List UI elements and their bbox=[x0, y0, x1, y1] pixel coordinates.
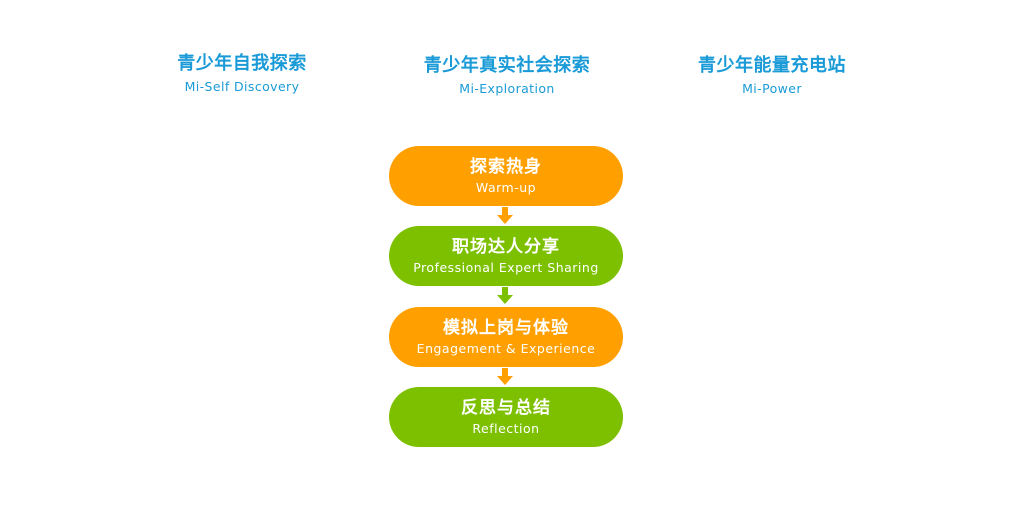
heading-exploration: 青少年真实社会探索 Mi-Exploration bbox=[387, 54, 627, 98]
step-title-en: Engagement & Experience bbox=[416, 341, 596, 356]
step-engagement: 模拟上岗与体验 Engagement & Experience bbox=[389, 307, 623, 367]
heading-en: Mi-Exploration bbox=[459, 81, 555, 96]
step-title-zh: 职场达人分享 bbox=[452, 237, 560, 257]
step-title-en: Warm-up bbox=[475, 180, 537, 195]
heading-self-discovery: 青少年自我探索 Mi-Self Discovery bbox=[122, 52, 362, 96]
heading-en: Mi-Power bbox=[742, 81, 802, 96]
step-reflection: 反思与总结 Reflection bbox=[389, 387, 623, 447]
step-title-zh: 反思与总结 bbox=[461, 398, 551, 418]
step-title-en: Professional Expert Sharing bbox=[413, 260, 599, 275]
heading-power: 青少年能量充电站 Mi-Power bbox=[652, 54, 892, 98]
arrow-down-icon bbox=[497, 287, 513, 304]
step-expert-sharing: 职场达人分享 Professional Expert Sharing bbox=[389, 226, 623, 286]
step-warm-up: 探索热身 Warm-up bbox=[389, 146, 623, 206]
step-title-zh: 模拟上岗与体验 bbox=[443, 318, 569, 338]
step-title-en: Reflection bbox=[472, 421, 540, 436]
heading-en: Mi-Self Discovery bbox=[184, 79, 300, 94]
arrow-down-icon bbox=[497, 207, 513, 224]
heading-zh: 青少年能量充电站 bbox=[698, 55, 846, 76]
heading-zh: 青少年自我探索 bbox=[177, 53, 307, 74]
step-title-zh: 探索热身 bbox=[470, 157, 542, 177]
heading-zh: 青少年真实社会探索 bbox=[423, 55, 591, 76]
arrow-down-icon bbox=[497, 368, 513, 385]
